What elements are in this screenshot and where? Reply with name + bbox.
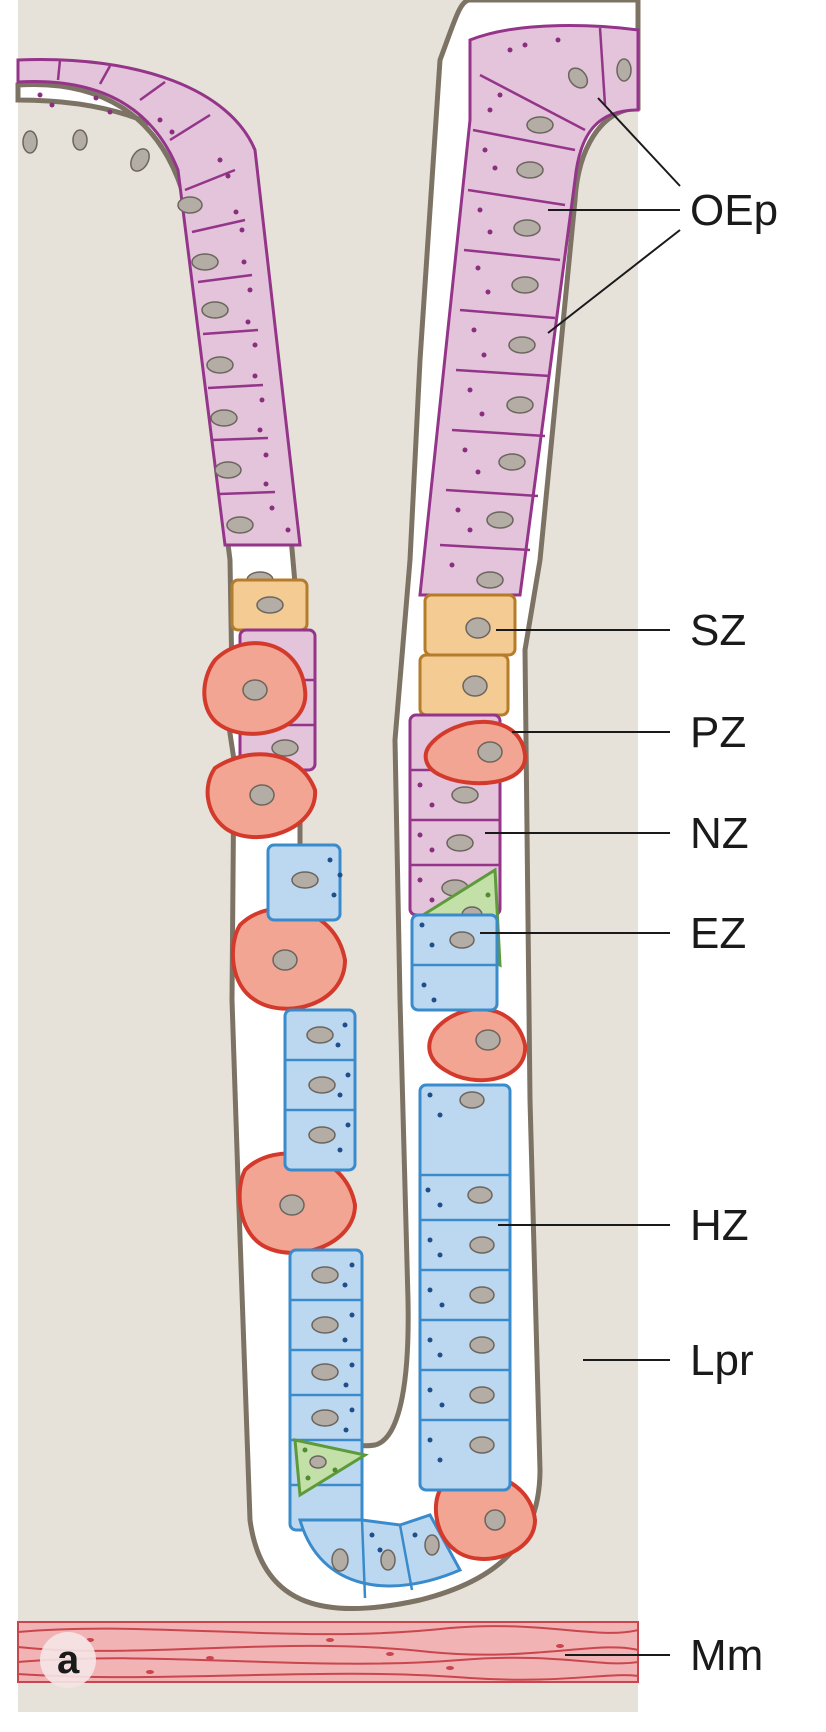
panel-letter-badge [40,1632,96,1688]
right-sustentacular-cells [418,593,517,717]
label-sz: SZ [690,606,746,655]
label-oep: OEp [690,186,778,235]
panel-letter: a [57,1638,80,1682]
label-hz: HZ [690,1201,749,1250]
left-olfactory-epithelium [16,58,302,589]
gland-base-cells [298,1472,538,1599]
label-lpr: Lpr [690,1336,754,1385]
leader-lines [480,97,681,1656]
label-mm: Mm [690,1631,763,1680]
right-chief-cells [410,913,512,1492]
left-parietal-cells [202,641,358,1255]
muscularis-mucosae [17,1621,639,1683]
left-enteroendocrine-cell [293,1438,369,1498]
label-nz: NZ [690,809,749,858]
label-pz: PZ [690,708,746,757]
label-ez: EZ [690,909,746,958]
leader-line-oep-3 [547,229,681,334]
right-olfactory-epithelium [418,24,640,597]
leader-line-oep-1 [597,97,681,187]
